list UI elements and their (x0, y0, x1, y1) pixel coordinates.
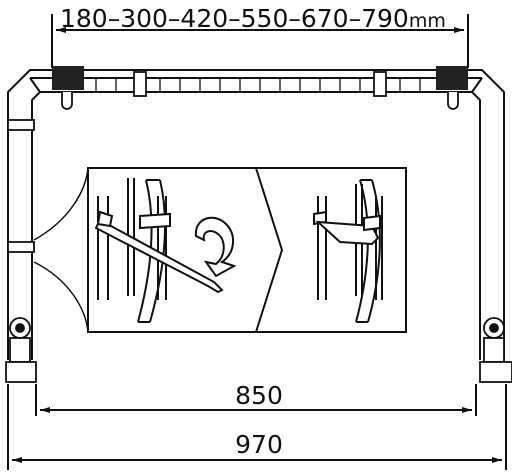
top-rail-ribs (95, 78, 421, 92)
top-dimension-text: 180–300–420–550–670–790mm (60, 4, 446, 33)
top-dimension (51, 14, 469, 68)
left-post-details (5, 119, 37, 383)
detail-panel (87, 167, 407, 333)
step-two-illustration (313, 179, 383, 323)
curved-arrow-icon (194, 216, 237, 278)
top-right-end-cap (436, 66, 468, 90)
right-post-details (479, 317, 512, 383)
top-bar-clips (61, 71, 459, 110)
step-one-illustration (94, 178, 224, 323)
inner-width-dimension (35, 384, 477, 416)
callout-curves (33, 167, 89, 333)
outer-width-label: 970 (235, 430, 283, 459)
chevron-right-icon (255, 167, 284, 333)
outer-width-dimension (7, 384, 507, 470)
top-left-end-cap (52, 66, 84, 90)
inner-width-label: 850 (235, 381, 283, 410)
